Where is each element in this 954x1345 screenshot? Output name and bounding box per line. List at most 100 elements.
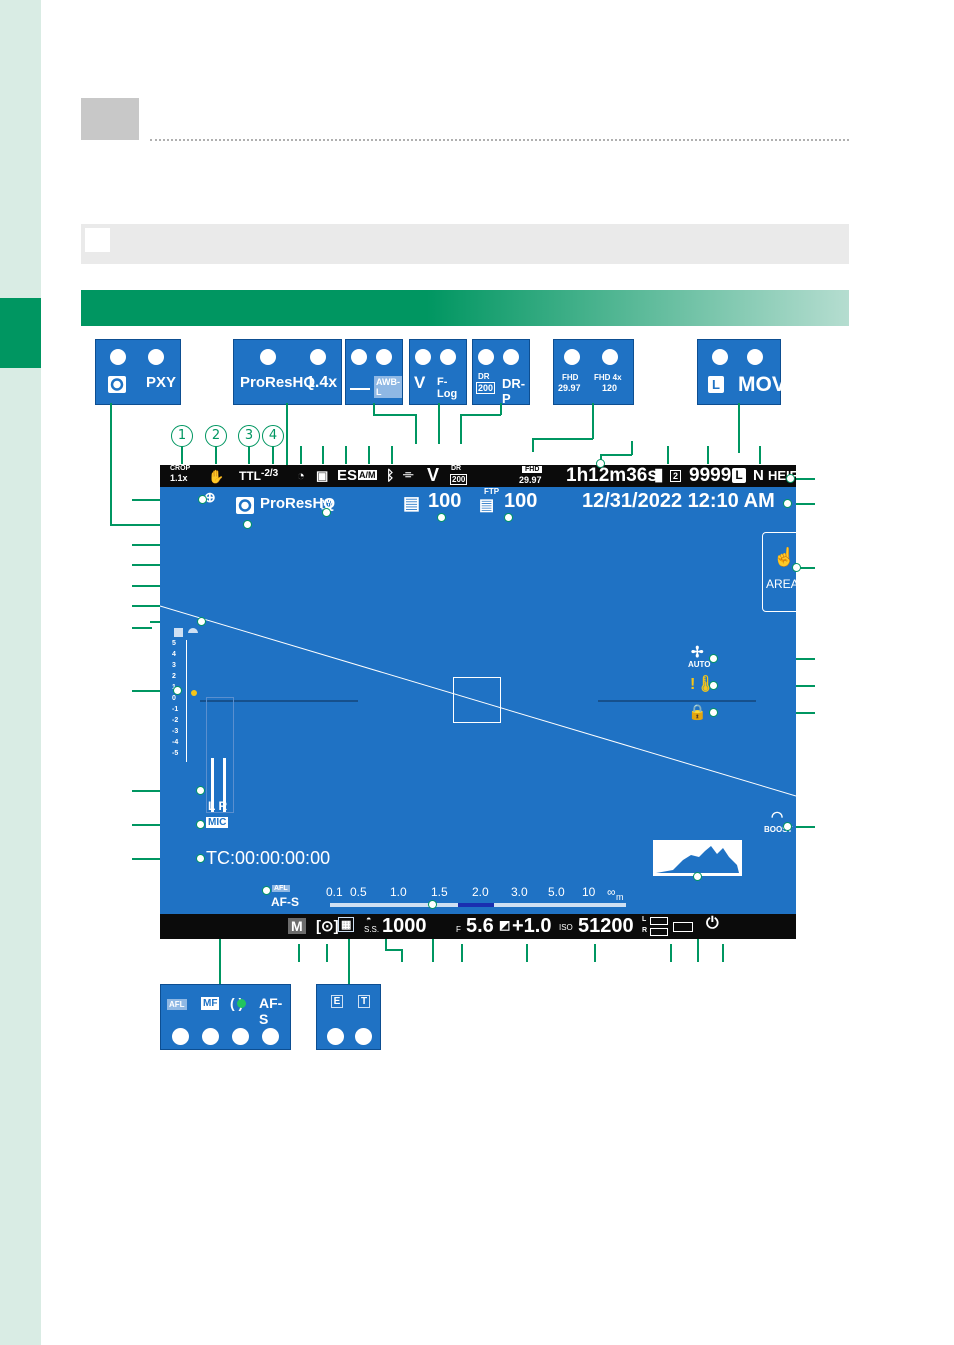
flog-label: F-Log [437,376,458,400]
boost-label: BOOST [764,825,793,834]
fhd4x-top: FHD 4x [594,373,622,382]
battery-r-label: R [642,927,648,934]
area-label: AREA [766,577,796,591]
f-label: F [456,925,461,934]
wb-icon: ⌯ [403,466,414,481]
distance-label: 1.5 [431,885,448,899]
exposure-scale-label: 4 [172,651,176,658]
iso-label: ISO [559,923,573,932]
crop-top: CROP [170,465,191,472]
lock-icon: 🔒 [688,704,707,721]
metering-e-t-icon: ▦ [338,917,355,932]
meter-e: E [331,995,343,1008]
focus-range [458,903,494,907]
time-remaining: 1h12m36s [566,465,658,486]
distance-label: 0.1 [326,885,343,899]
dr-top: DR [478,372,490,381]
callout-2: 2 [205,425,227,447]
bluetooth-icon: ᛒ [386,467,395,483]
metering-scale-icon [188,628,198,633]
distance-label: 3.0 [511,885,528,899]
am-label: A/M [358,470,377,480]
popup-codec: ProResHQ 1.4x [233,339,342,405]
audio-bar-r [223,758,226,812]
iso-value: 51200 [578,915,634,937]
battery-l-label: L [642,916,647,923]
drive-icon: ▣ [316,468,329,483]
drp-label: DR-P [502,376,526,406]
touch-icon: ☝ [773,547,796,567]
fhd-bot: 29.97 [519,475,542,485]
shutter-icon [236,497,254,514]
bottom-info-strip: M [⊙] ▦ ◓ S.S. 1000 F 5.6 ◩ +1.0 ISO 512… [160,914,796,939]
size-l-icon: L [708,376,724,393]
afl-label: AFL [167,999,187,1010]
crop-bot: 1.1x [170,473,188,483]
afl-label: AFL [272,885,290,892]
exposure-comp-icon: ◩ [499,918,511,932]
dr-top: DR [451,465,462,472]
callout-1: 1 [171,425,193,447]
flash-comp: -2/3 [261,468,279,479]
shooting-mode: M [288,918,306,934]
popup-fhd: FHD 29.97 FHD 4x 120 [553,339,634,405]
histogram [653,840,742,876]
shutter-icon [108,376,126,393]
distance-unit: m [616,892,624,902]
audio-meter [206,697,234,813]
exposure-icon [174,628,183,637]
popup-format: L MOV [697,339,786,405]
codec-label: ProResHQ [240,374,316,391]
stabilization-icon: ✋ [208,469,225,484]
distance-label: ∞ [607,885,616,899]
callout-3: 3 [238,425,260,447]
distance-label: 2.0 [472,885,489,899]
mic-label: MIC [206,817,229,828]
dr-bot: 200 [476,382,496,394]
mov-label: MOV [738,373,786,396]
fhd-bot: 29.97 [558,383,581,393]
film-sim-icon: V [427,465,440,485]
touch-area-button[interactable]: ☝ AREA [762,532,796,612]
popup-flog: V F-Log [409,339,467,405]
timecode: TC:00:00:00:00 [206,848,331,868]
audio-bar-l [211,758,214,812]
distance-label: 10 [582,885,596,899]
awb-label: AWB-L [374,376,402,398]
transfer-icon: ▤ [403,493,421,513]
chapter-sidebar [0,0,41,1345]
power-plug-icon: ⏻ [706,915,719,932]
dr-bot: 200 [450,474,468,485]
exposure-scale-label: -4 [172,739,179,746]
date-time: 12/31/2022 12:10 AM [582,490,775,512]
slot-number: 2 [670,470,682,482]
fan-label: AUTO [688,660,711,669]
focus-frame[interactable] [453,677,501,723]
exposure-scale-label: -3 [172,728,179,735]
afs-label: AF-S [259,995,283,1027]
chapter-number-box [81,98,139,140]
metering-icon: [⊙] [316,918,339,935]
image-quality: N [753,467,764,484]
shutter-dome-icon: ◓ [366,914,372,924]
top-info-strip: CROP 1.1x ✋ TTL -2/3 ◔ ▣ ES A/M ᛒ ⌯ V DR… [160,465,796,487]
image-size: L [732,468,746,483]
codec-label: ProResHQ [260,495,336,512]
frames-remaining: 9999 [689,465,732,486]
popup-dr: DR 200 DR-P [472,339,530,406]
popup-proxy: PXY [95,339,181,405]
zoom-icon: ⊕ [204,489,216,505]
distance-label: 0.5 [350,885,367,899]
zoom-label: 1.4x [306,374,338,391]
transfer-count: 100 [428,490,462,512]
note-bar [81,224,849,264]
card-slot-icon: ▮ [654,465,664,484]
flash-mode: TTL [239,469,261,483]
exposure-scale-label: 0 [172,695,176,702]
focus-green-dot [237,999,246,1008]
battery-main-icon [673,922,693,932]
note-icon [85,228,110,252]
af-mode: AF-S [271,895,299,909]
exposure-indicator [191,690,197,696]
fhd-top: FHD [522,466,543,473]
